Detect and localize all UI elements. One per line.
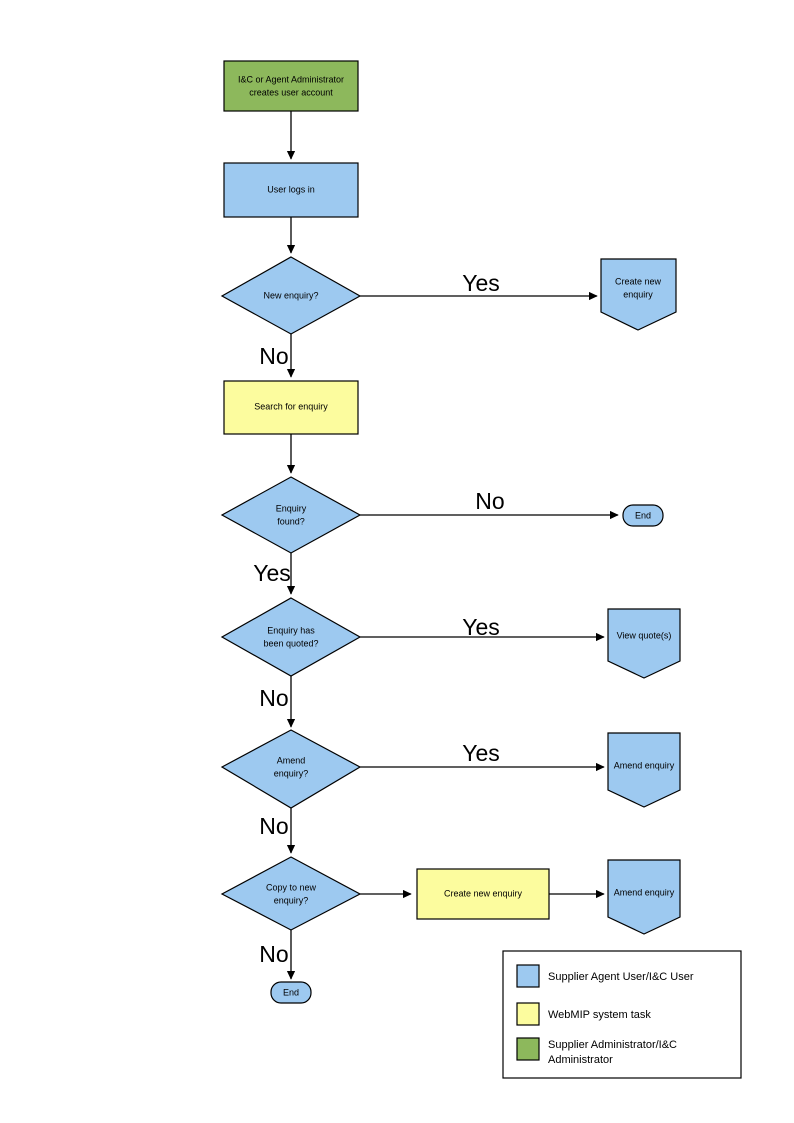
legend-panel: [502, 950, 742, 1079]
node-label-line-1: Enquiry: [276, 503, 307, 513]
node-admin-creates-account[interactable]: I&C or Agent Administrator creates user …: [223, 60, 359, 112]
node-label-line-1: Enquiry has: [267, 625, 315, 635]
node-enquiry-quoted-decision[interactable]: Enquiry has been quoted?: [220, 597, 362, 677]
edge-label-new-enquiry-yes: Yes: [462, 270, 500, 296]
node-shape-manual-operation: [607, 859, 681, 935]
node-shape-terminator: [270, 981, 312, 1004]
legend: Supplier Agent User/I&C User WebMIP syst…: [502, 950, 742, 1079]
node-copy-to-new-enquiry-decision[interactable]: Copy to new enquiry?: [220, 856, 362, 931]
node-user-logs-in[interactable]: User logs in: [223, 162, 359, 218]
edge-label-enquiry-found-yes: Yes: [253, 560, 291, 586]
legend-swatch-supplier-agent-user: [516, 964, 540, 988]
edge-label-enquiry-quoted-no: No: [259, 685, 288, 711]
node-label-line-1: Create new enquiry: [444, 888, 523, 898]
edge-label-amend-enquiry-no: No: [259, 813, 288, 839]
node-label-line-2: enquiry: [623, 289, 653, 299]
node-end-final[interactable]: End: [270, 981, 312, 1004]
node-label-line-2: found?: [277, 516, 305, 526]
node-create-new-enquiry-system[interactable]: Create new enquiry: [416, 868, 550, 920]
node-shape-decision: [220, 476, 362, 554]
node-label-line-2: creates user account: [249, 87, 333, 97]
node-shape-decision: [220, 597, 362, 677]
node-shape-manual-operation: [607, 608, 681, 679]
node-amend-enquiry-manual-2[interactable]: Amend enquiry: [607, 859, 681, 935]
edge-label-amend-enquiry-yes: Yes: [462, 740, 500, 766]
node-label-line-2: enquiry?: [274, 895, 309, 905]
edge-label-copy-to-new-no: No: [259, 941, 288, 967]
node-shape-terminator: [622, 504, 664, 527]
edge-label-new-enquiry-no: No: [259, 343, 288, 369]
node-enquiry-found-decision[interactable]: Enquiry found?: [220, 476, 362, 554]
node-label-line-1: End: [635, 510, 651, 520]
node-shape-process: [416, 868, 550, 920]
node-shape-decision: [220, 856, 362, 931]
node-shape-manual-operation: [607, 732, 681, 808]
legend-swatch-webmip-system-task: [516, 1002, 540, 1026]
node-label-line-1: Amend enquiry: [614, 887, 675, 897]
edge-label-layer: Yes No No Yes Yes No Yes No No: [253, 270, 504, 967]
node-shape-decision: [220, 256, 362, 335]
node-amend-enquiry-decision[interactable]: Amend enquiry?: [220, 729, 362, 809]
node-label-line-2: been quoted?: [263, 638, 318, 648]
edge-label-enquiry-quoted-yes: Yes: [462, 614, 500, 640]
node-label-line-2: enquiry?: [274, 768, 309, 778]
node-shape-manual-operation: [600, 258, 677, 331]
node-label-line-1: Search for enquiry: [254, 401, 328, 411]
node-label-line-1: Copy to new: [266, 882, 317, 892]
node-view-quotes-manual[interactable]: View quote(s): [607, 608, 681, 679]
connector-layer: [286, 111, 619, 980]
node-amend-enquiry-manual-1[interactable]: Amend enquiry: [607, 732, 681, 808]
node-label-line-1: Amend: [277, 755, 306, 765]
legend-label-supplier-administrator-line-2: Administrator: [548, 1054, 613, 1066]
node-label-line-1: End: [283, 987, 299, 997]
node-shape-process: [223, 162, 359, 218]
legend-swatch-supplier-administrator: [516, 1037, 540, 1061]
node-label-line-1: View quote(s): [617, 630, 672, 640]
node-end-not-found[interactable]: End: [622, 504, 664, 527]
edge-label-enquiry-found-no: No: [475, 488, 504, 514]
node-create-new-enquiry-manual[interactable]: Create new enquiry: [600, 258, 677, 331]
node-shape-decision: [220, 729, 362, 809]
node-label-line-1: I&C or Agent Administrator: [238, 74, 344, 84]
node-label-line-1: Amend enquiry: [614, 760, 675, 770]
legend-label-supplier-agent-user: Supplier Agent User/I&C User: [548, 971, 694, 983]
node-label-line-1: New enquiry?: [263, 290, 318, 300]
legend-label-supplier-administrator-line-1: Supplier Administrator/I&C: [548, 1039, 677, 1051]
node-shape-process: [223, 60, 359, 112]
node-shape-process: [223, 380, 359, 435]
legend-label-webmip-system-task: WebMIP system task: [548, 1009, 651, 1021]
node-new-enquiry-decision[interactable]: New enquiry?: [220, 256, 362, 335]
node-label-line-1: User logs in: [267, 184, 315, 194]
node-label-line-1: Create new: [615, 276, 662, 286]
node-search-for-enquiry[interactable]: Search for enquiry: [223, 380, 359, 435]
